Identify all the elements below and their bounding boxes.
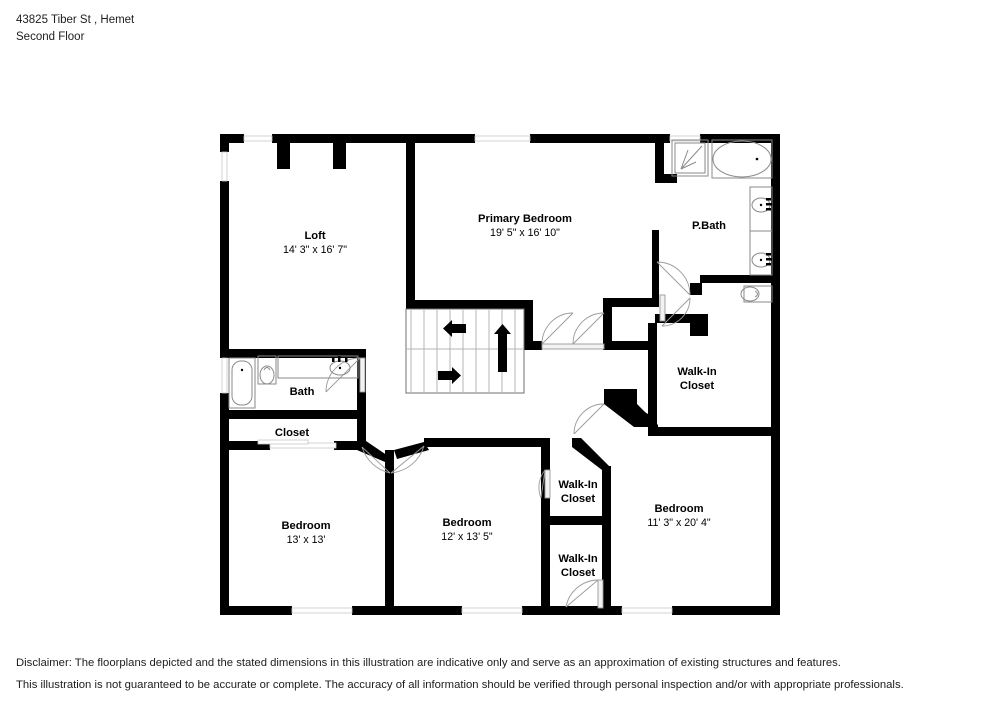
page-header: 43825 Tiber St , Hemet Second Floor bbox=[16, 12, 134, 46]
stair-arrow-right bbox=[438, 367, 461, 384]
room-label-bath: Bath bbox=[290, 386, 315, 398]
disclaimer-line-1: Disclaimer: The floorplans depicted and … bbox=[16, 657, 841, 669]
room-label-bedroom-2: Bedroom bbox=[281, 520, 330, 532]
room-label-walk-in-closet-lower: Walk-In bbox=[558, 553, 598, 565]
floorplan-container: Loft 14' 3" x 16' 7" Primary Bedroom 19'… bbox=[220, 134, 780, 615]
room-label-walk-in-closet-lower-2: Closet bbox=[561, 567, 595, 579]
floor-label: Second Floor bbox=[16, 31, 85, 43]
room-dim-bedroom-3: 12' x 13' 5" bbox=[441, 531, 493, 543]
room-label-loft: Loft bbox=[304, 230, 325, 242]
disclaimer-block: Disclaimer: The floorplans depicted and … bbox=[16, 652, 904, 696]
room-dim-primary-bedroom: 19' 5" x 16' 10" bbox=[490, 227, 560, 239]
room-label-walk-in-closet-primary-2: Closet bbox=[680, 380, 714, 392]
room-label-bedroom-4: Bedroom bbox=[654, 503, 703, 515]
fixture-bathtub-oval bbox=[711, 139, 773, 179]
room-dim-loft: 14' 3" x 16' 7" bbox=[283, 244, 347, 256]
room-labels: Loft 14' 3" x 16' 7" Primary Bedroom 19'… bbox=[275, 213, 726, 579]
fixture-sink-primary-lower bbox=[749, 230, 773, 276]
fixture-shower-stall bbox=[671, 139, 709, 177]
property-address: 43825 Tiber St , Hemet bbox=[16, 14, 135, 26]
fixture-sink-primary-upper bbox=[749, 186, 773, 232]
stair-arrow-left bbox=[443, 320, 466, 337]
stair-arrow-up bbox=[494, 324, 511, 372]
room-label-walk-in-closet-primary: Walk-In bbox=[677, 366, 717, 378]
floorplan-drawing: Loft 14' 3" x 16' 7" Primary Bedroom 19'… bbox=[220, 134, 780, 615]
room-label-primary-bath: P.Bath bbox=[692, 220, 726, 232]
windows-and-openings bbox=[221, 135, 701, 614]
room-dim-bedroom-2: 13' x 13' bbox=[287, 534, 326, 546]
room-label-bedroom-3: Bedroom bbox=[442, 517, 491, 529]
room-label-closet-hall: Closet bbox=[275, 427, 309, 439]
room-label-walk-in-closet-upper: Walk-In bbox=[558, 479, 598, 491]
doors bbox=[325, 261, 691, 609]
room-label-walk-in-closet-upper-2: Closet bbox=[561, 493, 595, 505]
fixture-sink-hall bbox=[277, 355, 359, 379]
staircase bbox=[405, 308, 525, 394]
fixture-bathtub-rect bbox=[228, 357, 256, 409]
room-label-primary-bedroom: Primary Bedroom bbox=[478, 213, 572, 225]
room-dim-bedroom-4: 11' 3" x 20' 4" bbox=[647, 517, 710, 529]
disclaimer-line-2: This illustration is not guaranteed to b… bbox=[16, 679, 904, 691]
fixture-toilet-hall bbox=[257, 355, 277, 385]
fixture-toilet-primary bbox=[740, 285, 773, 303]
